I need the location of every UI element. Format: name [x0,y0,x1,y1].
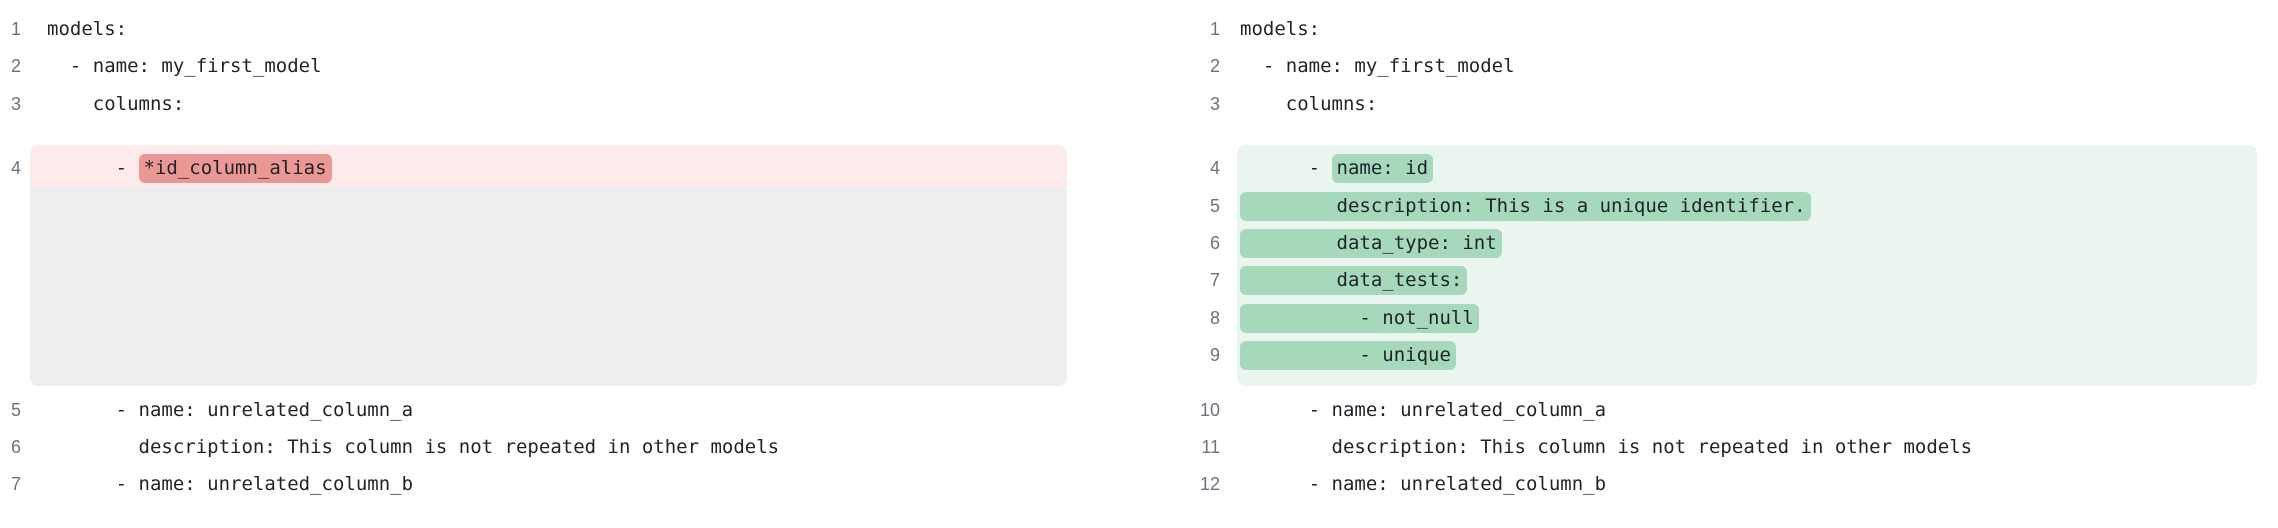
added-line-row: 8 - not_null [1139,299,2278,338]
removed-code-line: - *id_column_alias [30,145,1067,188]
added-code-line: description: This is a unique identifier… [1237,187,2257,226]
removed-token: *id_column_alias [138,154,332,184]
line-number: 9 [1209,345,1220,366]
code-line-row: 12 - name: unrelated_column_b [1139,466,2278,503]
added-token: name: id [1331,154,1434,184]
diff-panel-before: 1 models: 2 - name: my_first_model 3 col… [0,0,1139,504]
code-line-row: 11 description: This column is not repea… [1139,429,2278,466]
line-number: 6 [10,437,21,458]
added-token: - unique [1240,341,1456,371]
line-number: 11 [1201,437,1220,458]
split-diff-view: 1 models: 2 - name: my_first_model 3 col… [0,0,2278,504]
removed-line-row: 4 - *id_column_alias [0,145,1139,188]
code-line: description: This column is not repeated… [47,436,780,459]
line-number: 7 [1209,270,1220,291]
added-code-line: - not_null [1237,299,2257,338]
line-number: 1 [10,19,21,39]
code-line-row: 1 models: [1139,11,2278,48]
line-number: 8 [1209,307,1220,328]
line-number: 1 [1209,19,1220,39]
added-token: description: This is a unique identifier… [1240,191,1811,221]
code-line: - name: unrelated_column_b [1240,473,1607,496]
code-line: columns: [47,92,185,115]
code-line-row: 2 - name: my_first_model [1139,48,2278,85]
code-line: - name: unrelated_column_a [47,398,414,421]
added-code-line: - unique [1237,337,2257,386]
block-spacer [0,123,1139,145]
code-line-row: 3 columns: [1139,86,2278,123]
added-line-row: 7 data_tests: [1139,262,2278,300]
line-number: 3 [1209,93,1220,114]
code-line: - name: unrelated_column_a [1240,398,1607,421]
added-code-line: data_tests: [1237,262,2257,300]
code-line-row: 2 - name: my_first_model [0,48,1139,85]
code-line: - name: my_first_model [47,55,322,78]
code-line: description: This column is not repeated… [1240,436,1973,459]
diff-panel-after: 1 models: 2 - name: my_first_model 3 col… [1139,0,2278,504]
line-number: 10 [1199,399,1220,420]
added-token: data_tests: [1240,266,1468,296]
code-line-row: 6 description: This column is not repeat… [0,429,1139,466]
code-line-row: 1 models: [0,11,1139,48]
code-line: models: [47,18,128,40]
added-line-row: 4 - name: id [1139,145,2278,188]
added-token: - not_null [1240,303,1479,333]
code-indent: - [47,157,139,180]
code-indent: - [1240,157,1332,180]
code-line: models: [1240,18,1321,40]
code-line-row: 3 columns: [0,86,1139,123]
line-number: 12 [1199,474,1220,495]
added-code-line: - name: id [1237,145,2257,188]
line-number: 3 [10,93,21,114]
line-number: 6 [1209,233,1220,254]
added-line-row: 9 - unique [1139,337,2278,386]
line-number: 7 [10,474,21,495]
line-number: 4 [10,158,21,179]
added-code-line: data_type: int [1237,225,2257,263]
line-number: 5 [1209,195,1220,216]
block-spacer [1139,123,2278,145]
line-number: 5 [10,399,21,420]
line-number: 2 [10,56,21,77]
line-number: 2 [1209,56,1220,77]
added-line-row: 6 data_type: int [1139,225,2278,263]
added-token: data_type: int [1240,229,1502,259]
code-line: columns: [1240,92,1378,115]
collapsed-lines-placeholder [30,187,1067,386]
code-line: - name: unrelated_column_b [47,473,414,496]
code-line-row: 5 - name: unrelated_column_a [0,392,1139,429]
code-line-row: 10 - name: unrelated_column_a [1139,392,2278,429]
code-line-row: 7 - name: unrelated_column_b [0,466,1139,503]
added-line-row: 5 description: This is a unique identifi… [1139,187,2278,226]
code-line: - name: my_first_model [1240,55,1515,78]
line-number: 4 [1209,158,1220,179]
